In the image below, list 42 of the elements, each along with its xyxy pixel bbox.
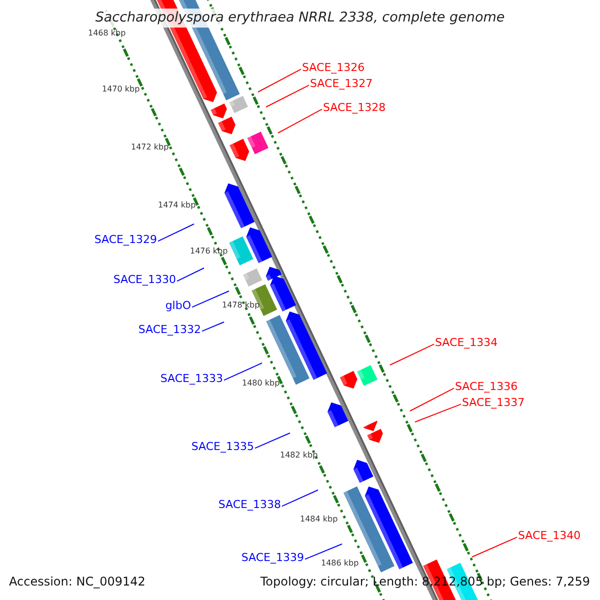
leader-line	[278, 108, 322, 134]
gene-label: SACE_1332	[138, 324, 201, 336]
position-label: 1470 kbp	[102, 86, 140, 94]
leader-line	[414, 404, 462, 422]
position-label: 1472 kbp	[131, 144, 169, 152]
leader-line	[266, 84, 310, 108]
leader-line	[282, 490, 318, 507]
leader-line	[202, 322, 224, 332]
leader-line	[390, 344, 434, 366]
gene-label: SACE_1340	[518, 530, 581, 542]
position-label: 1468 kbp	[88, 30, 126, 38]
gene-label: SACE_1333	[160, 372, 223, 386]
leader-line	[258, 68, 302, 92]
position-label: 1482 kbp	[280, 452, 318, 460]
leader-line	[158, 224, 194, 242]
position-label: 1480 kbp	[242, 380, 280, 388]
leader-line	[224, 362, 262, 381]
gene-label: SACE_1329	[94, 234, 157, 246]
gene-label: SACE_1328	[323, 102, 386, 114]
leader-line	[472, 536, 518, 558]
accession-text: Accession: NC_009142	[9, 575, 146, 589]
gene-label: SACE_1335	[191, 440, 254, 454]
position-label: 1478 kbp	[222, 302, 260, 310]
position-label: 1486 kbp	[321, 560, 359, 568]
position-label: 1476 kbp	[190, 248, 228, 256]
gene-label: SACE_1337	[462, 396, 525, 410]
position-label: 1484 kbp	[300, 516, 338, 524]
leader-line	[192, 290, 230, 308]
leader-line	[304, 544, 342, 560]
gene-label: SACE_1339	[241, 552, 304, 564]
gene-label: SACE_1327	[310, 78, 373, 90]
gene-label: SACE_1330	[113, 274, 176, 286]
gene-label: glbO	[165, 300, 191, 312]
gene-label: SACE_1334	[435, 336, 498, 350]
gene-label: SACE_1336	[455, 380, 518, 394]
gene-label: SACE_1326	[302, 62, 365, 74]
gene-label: SACE_1338	[218, 498, 281, 512]
position-label: 1474 kbp	[158, 202, 196, 210]
leader-line	[410, 388, 454, 412]
leader-line	[176, 268, 204, 282]
leader-line	[254, 432, 290, 449]
genome-stats-text: Topology: circular; Length: 8,212,805 bp; Genes: 7,259	[260, 575, 590, 589]
